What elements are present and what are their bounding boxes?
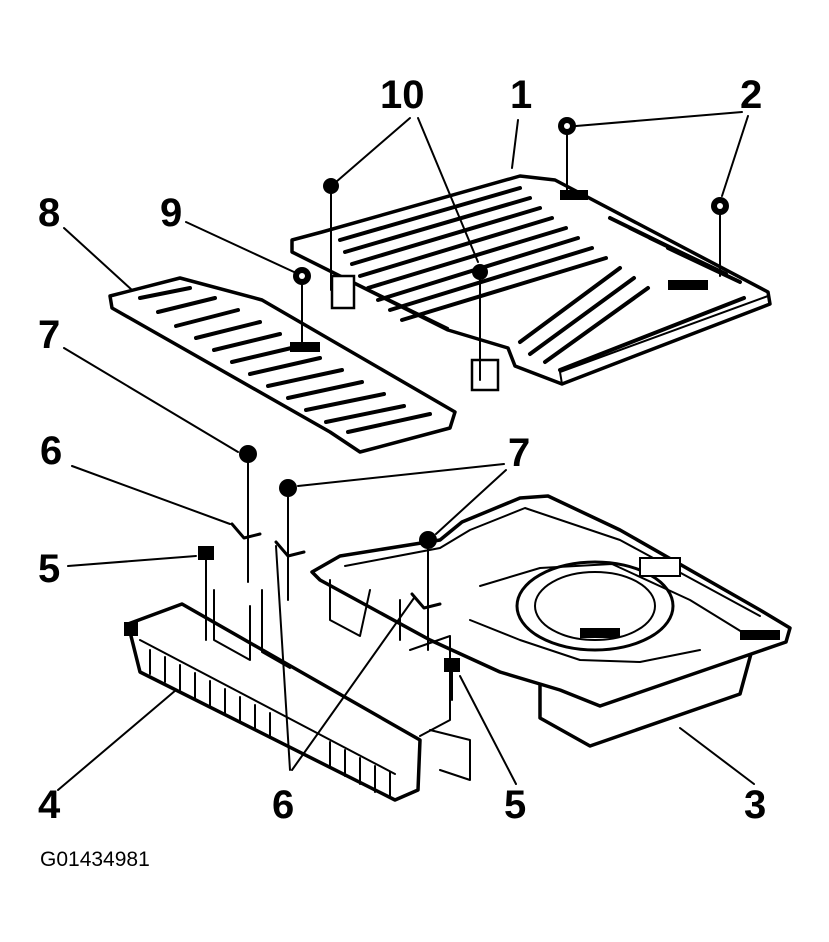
callout-2: 2 [740, 73, 762, 117]
callout-7-left: 7 [38, 313, 60, 357]
callout-1: 1 [510, 73, 532, 117]
callout-labels: 10 1 2 8 9 7 7 6 5 4 6 5 3 [38, 73, 766, 827]
callout-6-left: 6 [40, 429, 62, 473]
callout-7-right: 7 [508, 431, 530, 475]
bolt-5-right [444, 658, 460, 701]
leader-lines [57, 111, 755, 791]
bolt-7-middle [279, 479, 297, 601]
nut-2-right [711, 197, 729, 277]
bin-ribs [149, 649, 391, 799]
callout-8: 8 [38, 191, 60, 235]
part-8-small-ribbed-panel [108, 276, 457, 454]
callout-9: 9 [160, 191, 182, 235]
nut-9 [293, 267, 311, 346]
fasteners [198, 117, 729, 701]
clip-6-right [410, 592, 442, 610]
callout-3: 3 [744, 783, 766, 827]
bolt-5-left [198, 546, 214, 641]
callout-10: 10 [380, 73, 425, 117]
callout-4: 4 [38, 783, 61, 827]
bolt-10-right [472, 264, 488, 381]
callout-5-left: 5 [38, 547, 60, 591]
clip-6-middle [274, 540, 306, 558]
part-4-storage-bin [124, 589, 471, 802]
figure-id: G01434981 [40, 848, 150, 871]
bolt-7-left [239, 445, 257, 583]
clip-6-left [230, 522, 262, 540]
callout-5-bottom: 5 [504, 783, 526, 827]
panel-8-ribs [138, 286, 432, 434]
nut-2-top [558, 117, 576, 197]
panel-1-ribs [338, 186, 746, 372]
bolt-7-right [419, 531, 437, 651]
callout-6-bottom: 6 [272, 783, 294, 827]
part-1-large-ribbed-panel [290, 174, 772, 392]
part-3-spare-wheel-tray [310, 494, 792, 748]
